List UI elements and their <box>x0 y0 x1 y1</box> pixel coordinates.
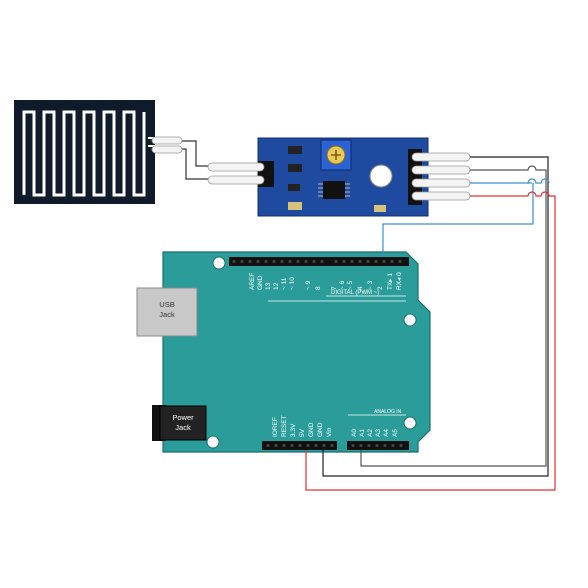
usb-jack: USB Jack <box>136 287 198 337</box>
pin-label-tx1: TX▸ 1 <box>387 273 394 290</box>
pin-label-10: ~ 10 <box>289 277 296 290</box>
module-pin-vcc <box>411 152 471 162</box>
pin-label-3: ~ 3 <box>367 280 374 290</box>
pin-label-gnd2: GND <box>317 422 324 437</box>
pin-label-a1: A1 <box>359 429 366 437</box>
pin-label-a2: A2 <box>367 429 374 437</box>
usb-jack-label-1: USB <box>159 300 174 309</box>
pin-label-a5: A5 <box>392 429 399 437</box>
pin-label-3v3: 3.3V <box>290 423 297 437</box>
analog-section-label: ANALOG IN <box>374 409 402 415</box>
pin-label-6: ~ 6 <box>339 280 346 290</box>
pin-label-rx0: RX◂ 0 <box>396 272 403 290</box>
pin-label-11: ~ 11 <box>281 277 288 290</box>
pin-label-5v: 5V <box>299 428 306 437</box>
pin-label-gnd: GND <box>257 275 264 290</box>
pin-label-5: ~ 5 <box>347 280 354 290</box>
sensor-trace <box>22 110 146 197</box>
wire-vcc-to-5v <box>305 191 556 491</box>
pin-label-12: 12 <box>273 282 280 290</box>
pin-label-gnd1: GND <box>308 422 315 437</box>
pin-label-2: 2 <box>377 286 384 290</box>
pin-label-4: 4 <box>357 286 364 290</box>
sensor-module <box>207 137 471 217</box>
module-pin-do <box>411 178 471 188</box>
potentiometer <box>320 139 352 171</box>
power-jack-label-2: Jack <box>175 423 191 432</box>
plate-pin-headers <box>151 136 183 154</box>
wire-do-to-d2 <box>382 182 534 257</box>
left-header-pin <box>207 162 265 172</box>
pin-label-a3: A3 <box>375 429 382 437</box>
pin-label-7: 7 <box>331 286 338 290</box>
usb-jack-label-2: Jack <box>159 310 175 319</box>
rain-sensor-plate <box>14 100 156 204</box>
pin-label-aref: AREF <box>249 273 256 290</box>
digital-header <box>229 257 409 266</box>
pin-label-8: 8 <box>315 286 322 290</box>
pin-label-9: ~ 9 <box>305 280 312 290</box>
led-indicator <box>369 164 393 188</box>
pin-label-ioref: IOREF <box>272 417 279 437</box>
digital-section-label: DIGITAL (PWM ~) <box>331 290 379 296</box>
module-pin-ao <box>411 191 471 201</box>
comparator-chip <box>318 181 350 199</box>
power-jack-label-1: Power <box>172 413 194 422</box>
pin-label-reset: RESET <box>281 415 288 437</box>
pin-label-a4: A4 <box>383 429 390 437</box>
power-jack: Power Jack <box>152 405 207 441</box>
pin-label-13: 13 <box>265 282 272 290</box>
left-header-pin <box>207 175 265 185</box>
module-pin-gnd <box>411 165 471 175</box>
pin-label-vin: Vin <box>326 427 333 437</box>
wire-gnd <box>322 156 549 477</box>
arduino-board: AREF GND 13 12 ~ 11 ~ 10 ~ 9 8 7 ~ 6 ~ 5… <box>162 251 431 453</box>
wire-ao-to-a0 <box>360 165 547 467</box>
pin-label-a0: A0 <box>351 429 358 437</box>
